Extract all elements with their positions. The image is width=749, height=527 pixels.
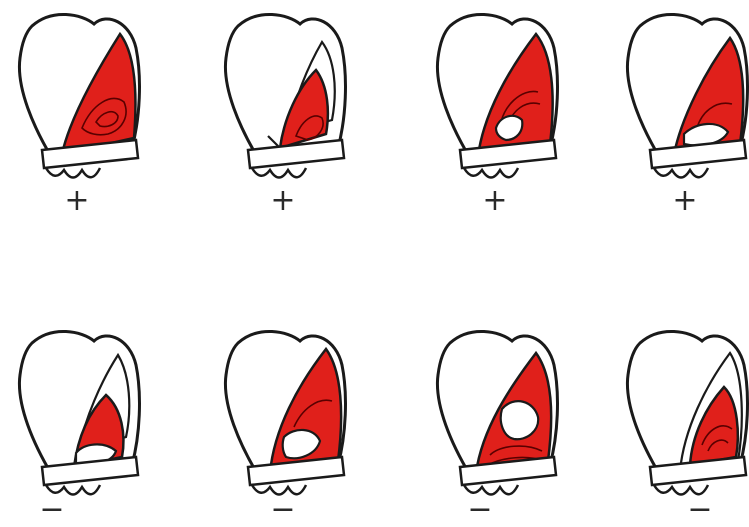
tooth-panel-4: +	[620, 8, 749, 190]
tooth-panel-7: −	[430, 325, 560, 507]
tooth-crown-section-drawing	[430, 8, 560, 186]
sign-plus: +	[475, 186, 515, 216]
tooth-crown-section-drawing	[430, 325, 560, 503]
tooth-panel-8: −	[620, 325, 749, 507]
sign-minus: −	[460, 495, 500, 525]
tooth-panel-3: +	[430, 8, 560, 190]
tooth-crown-section-drawing	[620, 325, 749, 503]
tooth-crown-section-drawing	[12, 8, 142, 186]
tooth-panel-5: −	[12, 325, 142, 507]
tooth-panel-6: −	[218, 325, 348, 507]
tooth-panel-2: +	[218, 8, 348, 190]
sign-minus: −	[680, 495, 720, 525]
tooth-crown-section-drawing	[12, 325, 142, 503]
tooth-crown-section-drawing	[218, 325, 348, 503]
sign-plus: +	[665, 186, 705, 216]
tooth-crown-section-drawing	[218, 8, 348, 186]
sign-plus: +	[57, 186, 97, 216]
tooth-crown-section-drawing	[620, 8, 749, 186]
tooth-panel-1: +	[12, 8, 142, 190]
sign-minus: −	[32, 495, 72, 525]
sign-plus: +	[263, 186, 303, 216]
sign-minus: −	[263, 495, 303, 525]
